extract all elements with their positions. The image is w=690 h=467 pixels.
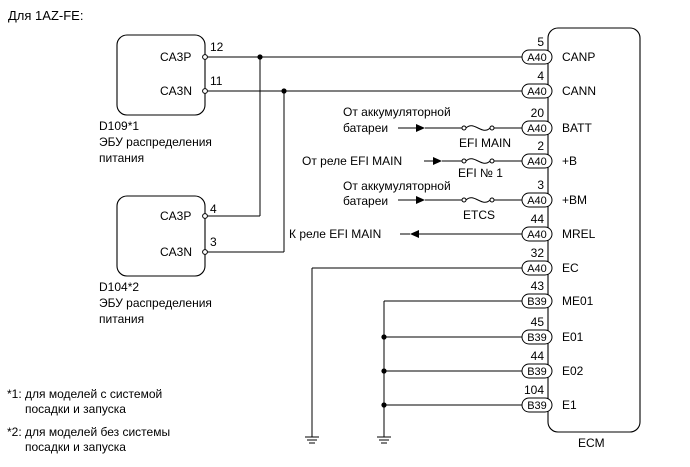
pin-name: +B bbox=[562, 154, 577, 168]
ec-ground-wire bbox=[305, 267, 522, 444]
footnote-1-line1: *1: для моделей с системой bbox=[7, 387, 162, 401]
ecu-d109-pin-11: 11 bbox=[210, 74, 223, 88]
bm-source-line2: батареи bbox=[343, 194, 388, 208]
pin-number: 4 bbox=[537, 69, 544, 83]
ecu-d109-desc-line2: питания bbox=[99, 151, 144, 165]
pin-number: 5 bbox=[537, 35, 544, 49]
mrel-wire bbox=[400, 230, 522, 238]
connector-code: A40 bbox=[527, 52, 547, 64]
connector-code: A40 bbox=[527, 229, 547, 241]
pin-name: E1 bbox=[562, 398, 577, 412]
batt-wire bbox=[398, 124, 522, 132]
pin-name: ME01 bbox=[562, 294, 594, 308]
pin-name: EC bbox=[562, 261, 579, 275]
ecu-d104-pin-ca3p-label: CA3P bbox=[160, 209, 191, 223]
connector-code: A40 bbox=[527, 156, 547, 168]
b-fuse-label: EFI № 1 bbox=[458, 166, 503, 180]
pin-number: 32 bbox=[531, 246, 545, 260]
footnote-2-line2: посадки и запуска bbox=[25, 440, 126, 454]
batt-source-line2: батареи bbox=[343, 121, 388, 135]
connector-code: A40 bbox=[527, 195, 547, 207]
ecu-d104-code: D104*2 bbox=[99, 280, 139, 294]
ecu-d109-pin-ca3p-label: CA3P bbox=[160, 50, 191, 64]
ecu-d109-code: D109*1 bbox=[99, 119, 139, 133]
pin-name: BATT bbox=[562, 121, 592, 135]
pin-name: +BM bbox=[562, 193, 587, 207]
batt-fuse-label: EFI MAIN bbox=[459, 136, 511, 150]
b-source-label: От реле EFI MAIN bbox=[302, 154, 402, 168]
pin-number: 44 bbox=[531, 349, 545, 363]
bm-wire bbox=[398, 196, 522, 204]
pin-number: 2 bbox=[537, 139, 544, 153]
pin-number: 44 bbox=[531, 212, 545, 226]
ecu-d104-desc-line2: питания bbox=[99, 312, 144, 326]
ecu-d109-terminal-ca3n bbox=[202, 88, 208, 94]
ecu-d109-box bbox=[116, 34, 206, 116]
pin-number: 104 bbox=[524, 383, 544, 397]
ecu-d104-terminal-ca3n bbox=[202, 249, 208, 255]
diagram-title: Для 1AZ-FE: bbox=[8, 8, 83, 23]
pin-name: E01 bbox=[562, 330, 584, 344]
ecm-pin-b: A40 2 +B bbox=[521, 139, 577, 169]
connector-code: A40 bbox=[527, 86, 547, 98]
ecu-d104-terminal-ca3p bbox=[202, 213, 208, 219]
connector-code: B39 bbox=[527, 296, 547, 308]
ecu-d104-pin-4: 4 bbox=[210, 202, 217, 216]
batt-source-line1: От аккумуляторной bbox=[343, 105, 451, 119]
connector-oval bbox=[521, 83, 553, 99]
connector-code: B39 bbox=[527, 332, 547, 344]
footnote-1-line2: посадки и запуска bbox=[25, 402, 126, 416]
ecm-pin-bm: A40 3 +BM bbox=[521, 178, 587, 208]
ecu-d104-pin-ca3n-label: CA3N bbox=[160, 245, 192, 259]
ecu-d104-box bbox=[116, 195, 206, 277]
pin-name: MREL bbox=[562, 227, 596, 241]
ecu-d109-pin-ca3n-label: CA3N bbox=[160, 84, 192, 98]
footnote-2-line1: *2: для моделей без системы bbox=[7, 425, 170, 439]
b-wire bbox=[424, 157, 522, 165]
pin-number: 20 bbox=[531, 106, 545, 120]
pin-number: 43 bbox=[531, 279, 545, 293]
pin-number: 45 bbox=[531, 315, 545, 329]
can-wiring bbox=[207, 54, 522, 253]
ecu-d109-pin-12: 12 bbox=[210, 40, 224, 54]
connector-oval bbox=[521, 49, 553, 65]
ecu-d104-pin-3: 3 bbox=[210, 235, 217, 249]
connector-code: A40 bbox=[527, 263, 547, 275]
ecm-pins: A405CANPA404CANNA4020BATTA402+BA403+BMA4… bbox=[521, 35, 596, 413]
pin-name: CANP bbox=[562, 50, 595, 64]
pin-number: 3 bbox=[537, 178, 544, 192]
pin-name: E02 bbox=[562, 364, 584, 378]
connector-code: B39 bbox=[527, 366, 547, 378]
bm-fuse-label: ETCS bbox=[463, 208, 495, 222]
ecu-d109-desc-line1: ЭБУ распределения bbox=[99, 135, 212, 149]
ecu-d109-terminal-ca3p bbox=[202, 54, 208, 60]
mrel-target-label: К реле EFI MAIN bbox=[289, 227, 381, 241]
b39-ground-bus bbox=[377, 300, 522, 444]
ecm-label: ECM bbox=[578, 436, 605, 450]
connector-code: B39 bbox=[527, 400, 547, 412]
pin-name: CANN bbox=[562, 84, 596, 98]
connector-code: A40 bbox=[527, 123, 547, 135]
bm-source-line1: От аккумуляторной bbox=[343, 179, 451, 193]
ecu-d104-desc-line1: ЭБУ распределения bbox=[99, 296, 212, 310]
